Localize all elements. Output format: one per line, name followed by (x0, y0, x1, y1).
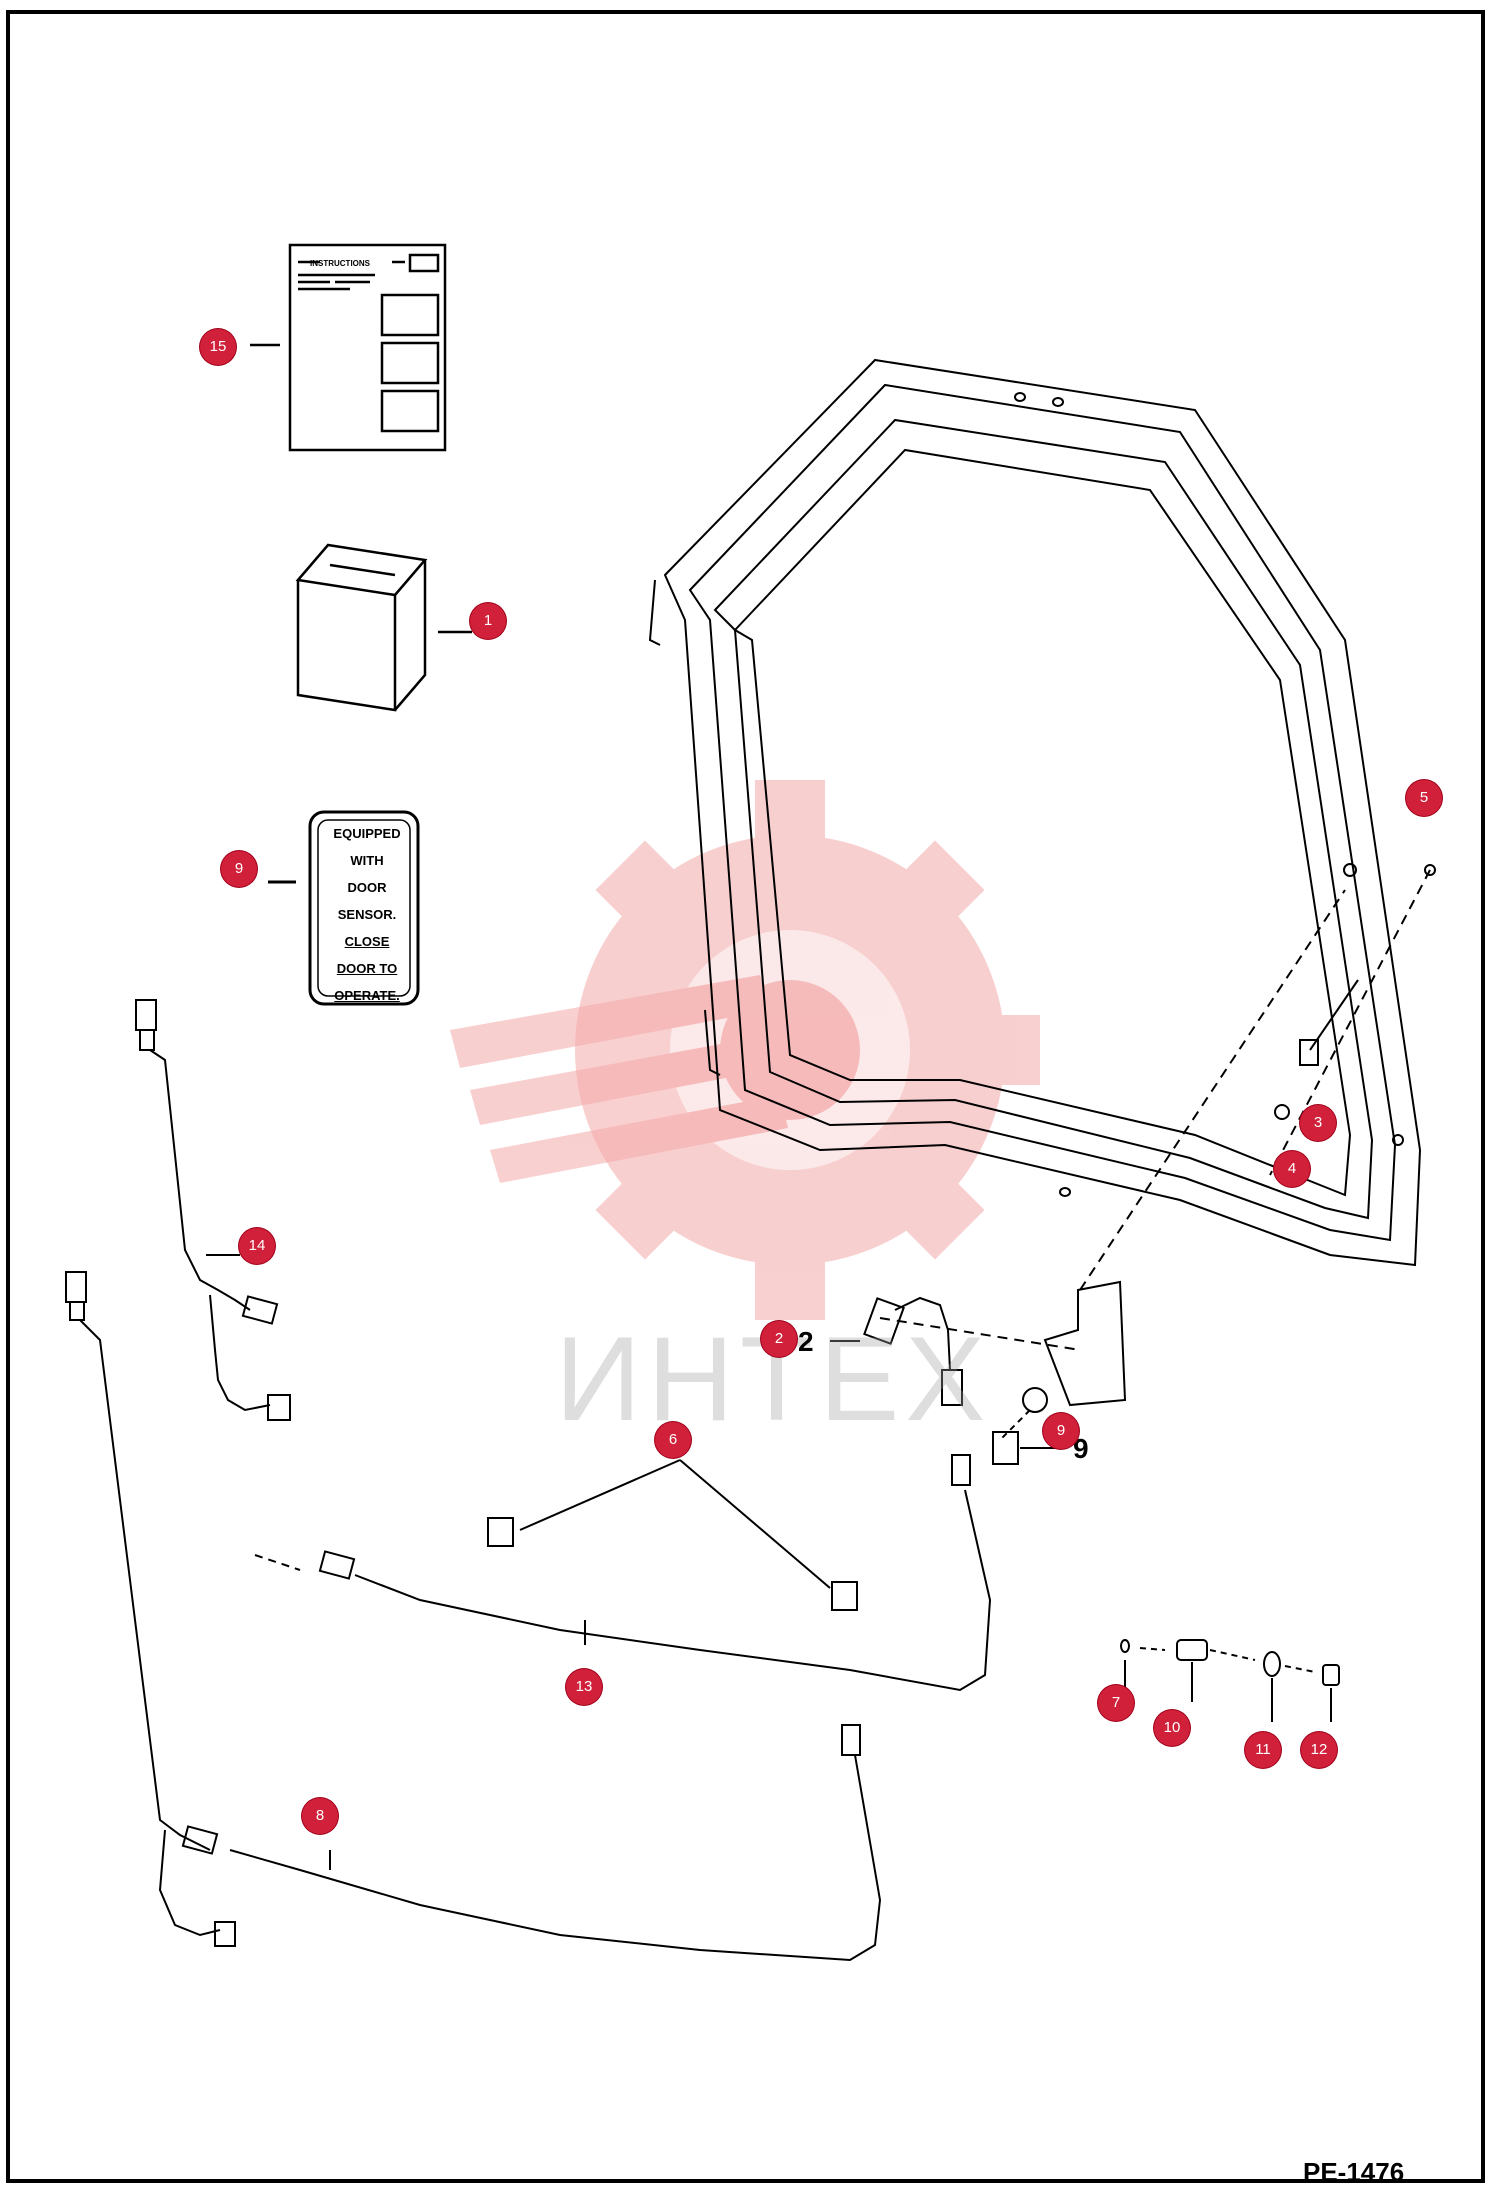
decal-line: CLOSE (344, 934, 390, 949)
decal-line: SENSOR. (337, 907, 397, 922)
instructions-sheet (250, 243, 447, 452)
callout-10[interactable]: 10 (1154, 1710, 1190, 1746)
decal-line: OPERATE. (334, 988, 400, 1003)
decal-line: WITH (350, 853, 384, 868)
callout-9-bracket[interactable]: 9 (1043, 1413, 1079, 1449)
door-sensor-assembly (830, 864, 1436, 1465)
callout-2[interactable]: 2 (761, 1321, 797, 1357)
callout-4[interactable]: 4 (1274, 1151, 1310, 1187)
watermark-gear-logo (575, 780, 1040, 1320)
callout-11[interactable]: 11 (1245, 1732, 1281, 1768)
wire-harness-13 (254, 1454, 992, 1692)
drawing-id: PE-1476 (1303, 2157, 1405, 2187)
callout-15[interactable]: 15 (200, 329, 236, 365)
callout-6[interactable]: 6 (655, 1422, 691, 1458)
parts-box (295, 543, 472, 712)
fastener-parts (1120, 1639, 1340, 1722)
decal-text: EQUIPPED WITH DOOR SENSOR. CLOSE DOOR TO… (312, 820, 422, 1009)
wire-harness-14 (135, 999, 291, 1421)
callout-8[interactable]: 8 (302, 1798, 338, 1834)
decal-line: EQUIPPED (333, 826, 401, 841)
wire-harness-8 (65, 1271, 882, 1962)
callout-13[interactable]: 13 (566, 1669, 602, 1705)
callout-14[interactable]: 14 (239, 1228, 275, 1264)
part-label-2: 2 (798, 1326, 814, 1357)
door-sensor-decal (268, 810, 420, 1006)
drawing-border (6, 10, 1485, 2183)
part-label-9: 9 (1073, 1433, 1089, 1464)
connector-clips-6 (487, 1459, 858, 1611)
door-frame (648, 358, 1422, 1267)
instructions-label: INSTRUCTIONS (310, 259, 371, 268)
callout-3[interactable]: 3 (1300, 1105, 1336, 1141)
callout-12[interactable]: 12 (1301, 1732, 1337, 1768)
callout-7[interactable]: 7 (1098, 1685, 1134, 1721)
callout-9[interactable]: 9 (221, 851, 257, 887)
callout-5[interactable]: 5 (1406, 780, 1442, 816)
callout-1[interactable]: 1 (470, 603, 506, 639)
decal-line: DOOR (347, 880, 387, 895)
decal-line: DOOR TO (336, 961, 398, 976)
